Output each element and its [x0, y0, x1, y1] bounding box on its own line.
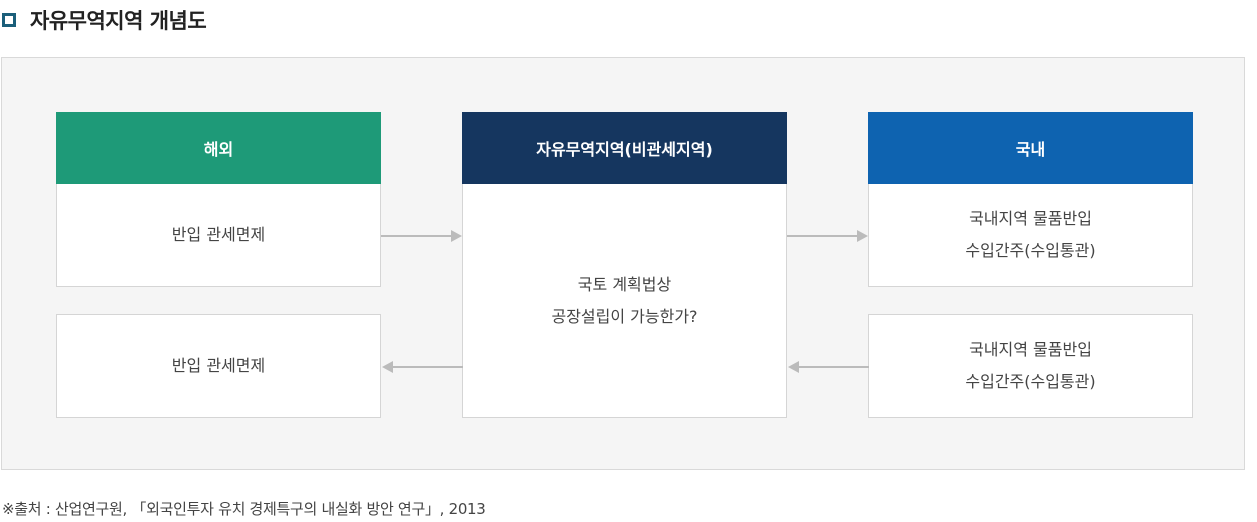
domestic-body-line1: 국내지역 물품반입	[969, 209, 1092, 228]
domestic-return-box: 국내지역 물품반입 수입간주(수입통관)	[868, 314, 1193, 418]
domestic-body: 국내지역 물품반입 수입간주(수입통관)	[869, 184, 1192, 286]
domestic-box: 국내 국내지역 물품반입 수입간주(수입통관)	[868, 112, 1193, 287]
domestic-return-line2: 수입간주(수입통관)	[965, 372, 1096, 391]
domestic-body-line2: 수입간주(수입통관)	[965, 241, 1096, 260]
domestic-return-body: 국내지역 물품반입 수입간주(수입통관)	[869, 315, 1192, 417]
ftz-header: 자유무역지역(비관세지역)	[462, 112, 787, 184]
ftz-body-line2: 공장설립이 가능한가?	[551, 306, 698, 326]
overseas-return-body: 반입 관세면제	[171, 356, 266, 375]
domestic-header: 국내	[868, 112, 1193, 184]
overseas-box: 해외 반입 관세면제	[56, 112, 381, 287]
overseas-body: 반입 관세면제	[171, 225, 266, 244]
arrow-right-icon	[381, 230, 462, 242]
diagram-panel: 해외 반입 관세면제 반입 관세면제 자유무역지역(비관세지역) 국토 계획법상…	[1, 57, 1245, 470]
square-bullet-icon	[2, 13, 16, 27]
arrow-left-icon	[788, 361, 869, 373]
arrow-left-icon	[382, 361, 463, 373]
ftz-box: 자유무역지역(비관세지역) 국토 계획법상 공장설립이 가능한가?	[462, 112, 787, 418]
arrow-right-icon	[787, 230, 868, 242]
source-caption: ※출처 : 산업연구원, 「외국인투자 유치 경제특구의 내실화 방안 연구」,…	[2, 500, 486, 518]
diagram-title-row: 자유무역지역 개념도	[2, 5, 207, 35]
diagram-title: 자유무역지역 개념도	[30, 9, 207, 33]
ftz-body: 국토 계획법상 공장설립이 가능한가?	[463, 184, 786, 417]
overseas-return-box: 반입 관세면제	[56, 314, 381, 418]
overseas-header: 해외	[56, 112, 381, 184]
ftz-body-line1: 국토 계획법상	[577, 274, 672, 294]
domestic-return-line1: 국내지역 물품반입	[969, 340, 1092, 359]
